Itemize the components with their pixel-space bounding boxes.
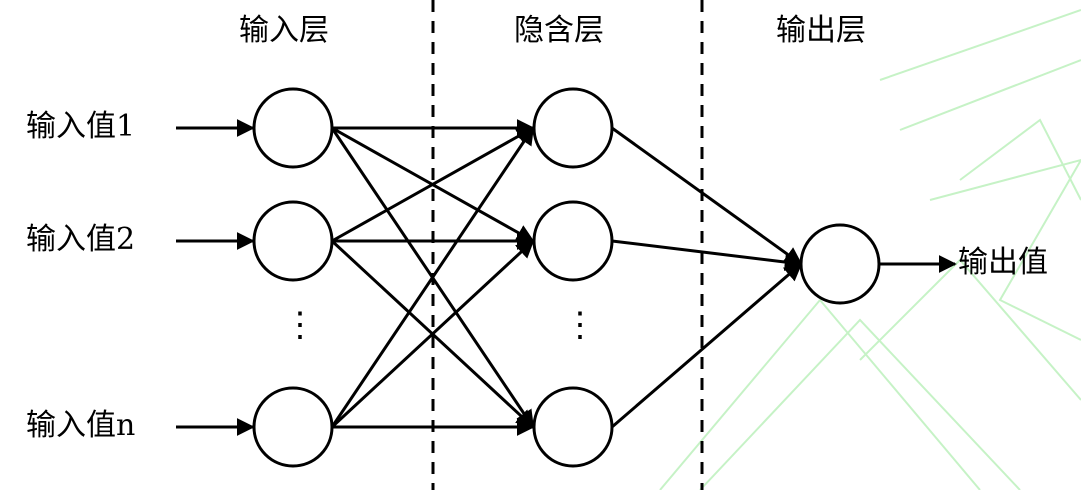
hidden-output-connections [611,126,803,429]
input-ellipsis: ⋮ [283,305,317,345]
hidden-node-2 [532,200,614,282]
nodes [252,87,881,468]
input-layer-title: 输入层 [239,13,329,48]
input-label-1: 输入值1 [26,109,136,144]
input-hidden-connections [330,119,535,436]
input-label-n: 输入值n [26,408,136,443]
input-node-1 [252,87,334,169]
input-node-n [252,386,334,468]
input-arrows [176,119,255,436]
output-layer-title: 输出层 [776,13,866,48]
watermark [659,9,1081,490]
hidden-ellipsis: ⋮ [563,305,597,345]
output-node [799,223,881,305]
hidden-node-1 [532,87,614,169]
input-node-2 [252,200,334,282]
input-label-2: 输入值2 [26,222,136,257]
hidden-node-n [532,386,614,468]
hidden-layer-title: 隐含层 [514,13,604,48]
output-label: 输出值 [958,245,1048,280]
